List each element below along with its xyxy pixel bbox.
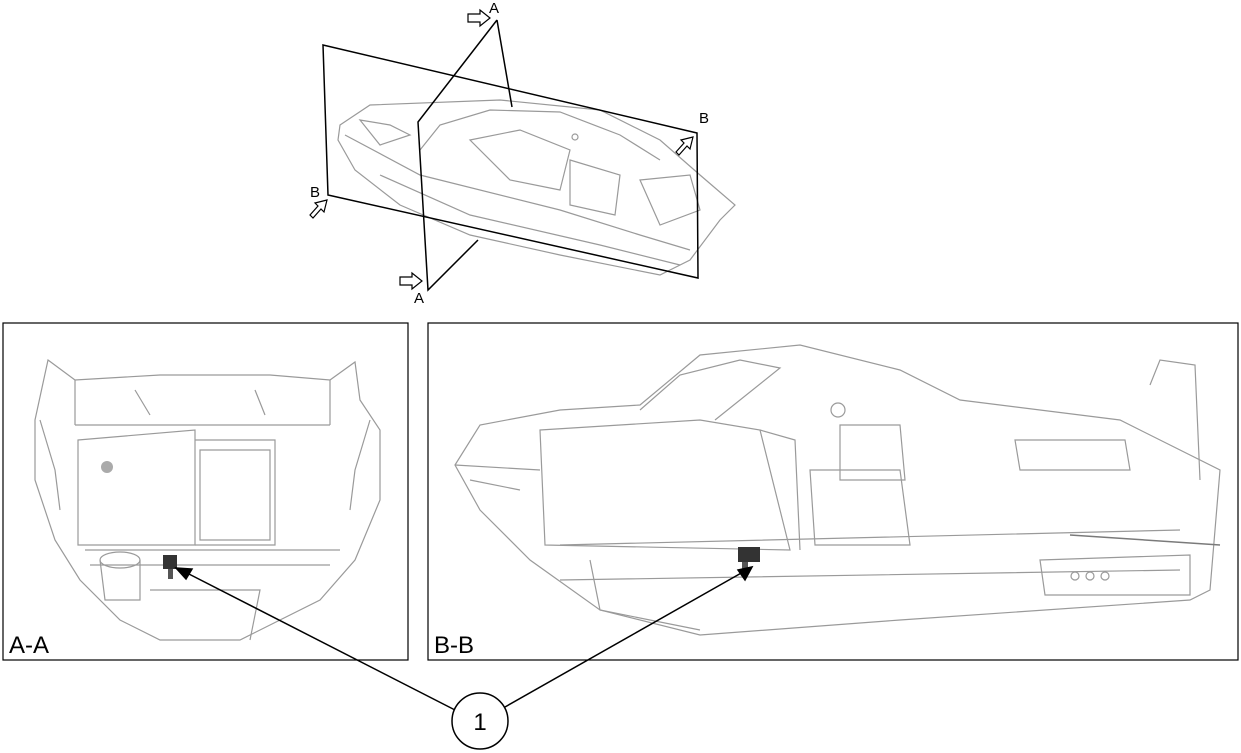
callout-circle bbox=[451, 692, 509, 750]
view-frame bbox=[427, 322, 1239, 661]
section-a-label-bottom: A bbox=[414, 290, 424, 307]
view-b-b: B-B bbox=[427, 322, 1239, 661]
component-1-b-b bbox=[738, 547, 760, 572]
section-b-label-left: B bbox=[310, 184, 320, 201]
view-title-b-b: B-B bbox=[434, 632, 474, 659]
callout-leaders bbox=[174, 565, 754, 711]
component-1-a-a bbox=[163, 555, 177, 579]
boat-side-section bbox=[454, 344, 1221, 636]
boat-front-section bbox=[34, 358, 381, 641]
view-frame bbox=[2, 322, 409, 661]
section-arrow-icon bbox=[309, 8, 694, 291]
view-title-a-a: A-A bbox=[9, 632, 49, 659]
callout-number: 1 bbox=[473, 709, 486, 736]
section-plane-b bbox=[322, 44, 699, 279]
section-a-label-top: A bbox=[489, 0, 499, 17]
overview-boat bbox=[337, 99, 736, 276]
section-plane-a bbox=[417, 19, 513, 292]
view-a-a: A-A bbox=[2, 322, 409, 661]
section-b-label-right: B bbox=[699, 110, 709, 127]
